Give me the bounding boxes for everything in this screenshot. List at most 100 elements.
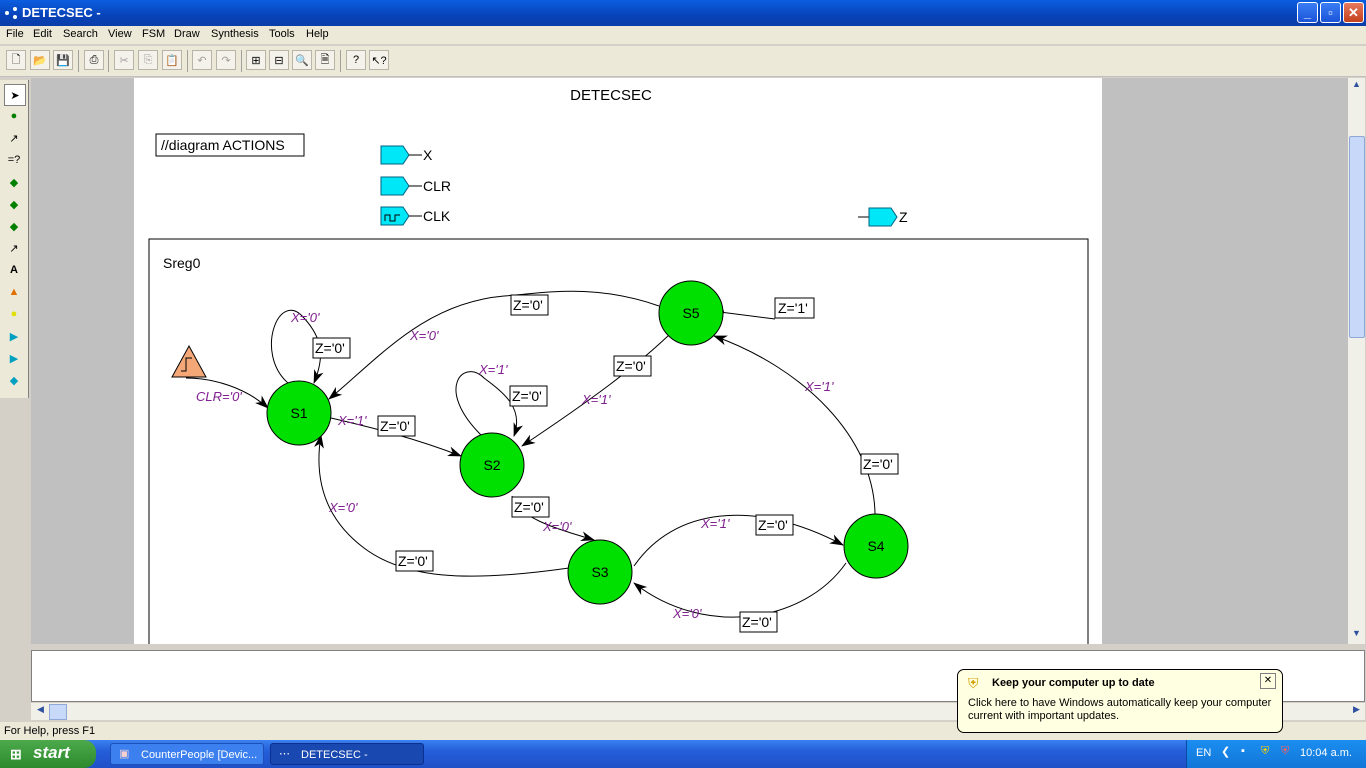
state-s4[interactable]: S4 [843,513,909,579]
port-clr[interactable]: CLR [380,176,451,196]
port-clk[interactable]: CLK [380,206,451,226]
transition-s3-s4[interactable] [633,514,844,567]
copy-icon[interactable]: ⎘ [138,50,158,70]
input-port-icon[interactable]: ▶ [9,330,19,343]
scroll-right-icon[interactable]: ▶ [1353,704,1360,714]
help-icon[interactable]: ? [346,50,366,70]
select-arrow-icon[interactable]: ➤ [4,84,26,106]
state-machine-frame[interactable] [148,238,1089,644]
menu-view[interactable]: View [108,28,132,40]
menu-edit[interactable]: Edit [33,28,52,40]
minimize-button[interactable]: _ [1297,2,1318,23]
zoom-out-icon[interactable]: ⊟ [269,50,289,70]
zoom-magnify-icon[interactable]: 🔍 [292,50,312,70]
menu-synthesis[interactable]: Synthesis [211,28,259,40]
port-z-output[interactable]: Z [858,207,908,227]
menu-tools[interactable]: Tools [269,28,295,40]
menu-fsm[interactable]: FSM [142,28,166,40]
condition-s5-s2[interactable]: X='1' [581,392,611,407]
condition-s1-self[interactable]: X='0' [290,310,320,325]
reset-transition[interactable] [185,377,269,409]
action-box-s4-s3[interactable] [739,611,778,633]
state-s3[interactable]: S3 [567,539,633,605]
transition-s4-s5[interactable] [713,335,876,515]
transition-s5-s2[interactable] [521,334,670,447]
port-x[interactable]: X [380,145,433,165]
vertical-scroll-thumb[interactable] [1349,136,1365,338]
security-shield-icon[interactable]: ⛨ [1261,745,1270,757]
vertical-scrollbar[interactable]: ▲ ▼ [1348,78,1365,644]
reset-symbol[interactable] [171,344,207,378]
condition-s2-s3[interactable]: X='0' [542,519,572,534]
scroll-up-icon[interactable]: ▲ [1352,79,1361,89]
fsm-diagram[interactable]: DETECSEC //diagram ACTIONS X CLR CLK Z S… [134,78,1102,644]
state-action-icon[interactable]: ◆ [9,198,19,211]
zoom-page-icon[interactable]: 🗎 [315,50,335,70]
taskbar-item-detecsec[interactable]: ⋯ DETECSEC - [270,743,424,765]
close-icon[interactable]: ✕ [1260,673,1276,689]
condition-s2-self[interactable]: X='1' [478,362,508,377]
condition-s4-s5[interactable]: X='1' [804,379,834,394]
menu-file[interactable]: File [6,28,24,40]
entry-action-icon[interactable]: ◆ [9,220,19,233]
tray-expand-icon[interactable]: ❮ [1221,746,1231,758]
antivirus-icon[interactable]: ⛨ [1281,745,1290,757]
menu-help[interactable]: Help [306,28,329,40]
new-file-icon[interactable]: 🗋 [6,50,26,70]
transition-s4-s3[interactable] [633,562,847,618]
condition-tool-icon[interactable]: =? [7,154,21,166]
menu-draw[interactable]: Draw [174,28,200,40]
state-s1[interactable]: S1 [266,380,332,446]
menu-search[interactable]: Search [63,28,98,40]
action-box-s5-s1[interactable] [510,294,549,316]
maximize-button[interactable]: ▫ [1320,2,1341,23]
update-notification-balloon[interactable]: ⛨ Keep your computer up to date Click he… [957,669,1283,733]
action-box-s3-s4[interactable] [755,514,794,536]
state-s2[interactable]: S2 [459,432,525,498]
undo-icon[interactable]: ↶ [192,50,212,70]
transition-tool-icon[interactable]: ↗ [9,132,19,145]
context-help-icon[interactable]: ↖? [369,50,389,70]
condition-s5-s1[interactable]: X='0' [409,328,439,343]
taskbar-item-counterpeople[interactable]: ▣ CounterPeople [Devic... [110,743,264,765]
print-icon[interactable]: ⎙ [84,50,104,70]
action-box-s3-s1[interactable] [395,550,434,572]
language-indicator[interactable]: EN [1196,747,1212,759]
output-port-icon[interactable]: ▶ [9,352,19,365]
transition-action-icon[interactable]: ↗ [9,242,19,255]
horizontal-scroll-thumb[interactable] [49,704,67,720]
action-box-s4-s5[interactable] [860,453,899,475]
open-folder-icon[interactable]: 📂 [30,50,50,70]
state-tool-icon[interactable]: ● [10,110,18,122]
action-tool-icon[interactable]: ◆ [9,176,19,189]
action-box-s5-s2[interactable] [613,355,652,377]
start-button[interactable]: ⊞ start [0,740,96,768]
close-button[interactable]: ✕ [1343,2,1364,23]
text-tool-icon[interactable]: A [10,264,18,276]
reset-condition[interactable]: CLR='0' [196,389,242,404]
condition-s3-s1[interactable]: X='0' [328,500,358,515]
cut-icon[interactable]: ✂ [114,50,134,70]
junction-tool-icon[interactable]: ● [10,308,18,320]
action-box-s2-s3[interactable] [511,496,550,518]
transition-s2-self[interactable] [455,371,524,437]
save-icon[interactable]: 💾 [53,50,73,70]
condition-s3-s4[interactable]: X='1' [700,516,730,531]
paste-icon[interactable]: 📋 [162,50,182,70]
actions-box[interactable] [155,133,305,157]
zoom-in-icon[interactable]: ⊞ [246,50,266,70]
action-box-s2-self[interactable] [509,385,548,407]
scroll-down-icon[interactable]: ▼ [1352,628,1361,638]
reset-tool-icon[interactable]: ▲ [8,286,20,298]
action-box-s5-state[interactable] [774,297,815,319]
bidir-port-icon[interactable]: ◆ [9,374,19,387]
transition-s5-s1[interactable] [328,290,660,400]
action-box-s1-self[interactable] [312,337,351,359]
redo-icon[interactable]: ↷ [216,50,236,70]
condition-s1-s2[interactable]: X='1' [337,413,367,428]
action-box-s1-s2[interactable] [377,415,416,437]
network-icon[interactable]: ▪ [1241,745,1245,757]
state-s5[interactable]: S5 [658,280,724,346]
condition-s4-s3[interactable]: X='0' [672,606,702,621]
transition-s3-s1[interactable] [313,434,570,577]
